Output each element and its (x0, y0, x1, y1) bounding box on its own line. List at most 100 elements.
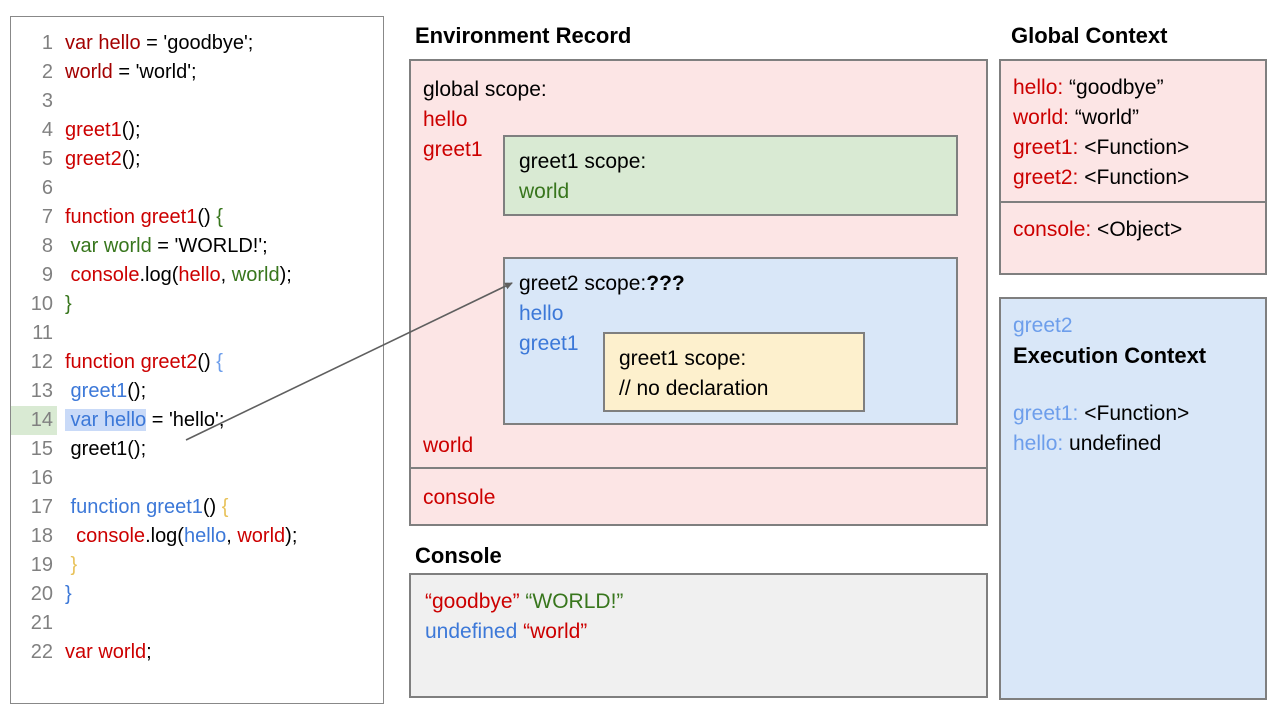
greet2-scope-binding: greet1 (519, 332, 579, 355)
code-line-number: 2 (41, 61, 53, 83)
console-binding: console (423, 486, 496, 509)
code-token: var world (65, 235, 152, 257)
code-line[interactable]: 21 (11, 609, 383, 638)
code-line-number: 1 (41, 32, 53, 54)
code-line-text: } (57, 290, 72, 319)
console-token: undefined (425, 620, 518, 643)
global-context-entry: console: <Object> (1013, 215, 1265, 245)
code-line[interactable]: 8 var world = 'WORLD!'; (11, 232, 383, 261)
code-line[interactable]: 11 (11, 319, 383, 348)
code-line[interactable]: 9 console.log(hello, world); (11, 261, 383, 290)
code-token: ; (146, 641, 152, 663)
code-line[interactable]: 18 console.log(hello, world); (11, 522, 383, 551)
console-token: “world” (523, 620, 588, 643)
code-token: () (197, 206, 217, 228)
code-line-number: 20 (30, 583, 53, 605)
code-line-number: 8 (41, 235, 53, 257)
greet2-scope-header: greet2 scope:??? (519, 269, 956, 299)
greet1-scope-label: greet1 scope: (519, 150, 647, 173)
code-token: ); (285, 525, 298, 547)
code-token: , (220, 264, 232, 286)
global-binding: world (423, 434, 474, 457)
code-line[interactable]: 17 function greet1() { (11, 493, 383, 522)
entry-value: undefined (1063, 432, 1162, 455)
execution-context-entry: greet1: <Function> (1013, 399, 1265, 429)
code-line[interactable]: 15 greet1(); (11, 435, 383, 464)
code-token: console (65, 525, 146, 547)
code-line-text: greet2(); (57, 145, 141, 174)
code-line-text: var world = 'WORLD!'; (57, 232, 268, 261)
console-output-panel: “goodbye” “WORLD!”undefined “world” (409, 573, 988, 698)
code-line-text: var world; (57, 638, 152, 667)
global-binding: greet1 (423, 138, 483, 161)
global-context-variables: hello: “goodbye”world: “world”greet1: <F… (1001, 61, 1265, 203)
execution-context-name: greet2 (1013, 314, 1073, 337)
code-line[interactable]: 3 (11, 87, 383, 116)
global-context-entry: greet2: <Function> (1013, 163, 1265, 193)
code-line[interactable]: 19 } (11, 551, 383, 580)
code-token: .log( (139, 264, 179, 286)
greet1-inner-scope-comment: // no declaration (619, 377, 769, 400)
code-token: } (65, 554, 78, 576)
code-token: greet1 (65, 380, 128, 402)
code-token: console (65, 264, 140, 286)
console-token: “goodbye” (425, 590, 520, 613)
code-line[interactable]: 14 var hello = 'hello'; (11, 406, 383, 435)
code-token: function greet2 (65, 351, 198, 373)
console-line: undefined “world” (425, 617, 986, 647)
code-token: = 'WORLD!'; (151, 235, 268, 257)
code-line-text: greet1(); (57, 377, 147, 406)
code-line-number: 16 (30, 467, 53, 489)
code-token: greet1 (65, 119, 122, 141)
execution-context-entry: hello: undefined (1013, 429, 1265, 459)
code-line[interactable]: 16 (11, 464, 383, 493)
code-line[interactable]: 6 (11, 174, 383, 203)
code-token: hello (183, 525, 227, 547)
console-title: Console (415, 543, 502, 568)
greet1-scope-box: greet1 scope: world (503, 135, 958, 216)
global-scope-label: global scope: (423, 78, 547, 101)
greet1-inner-scope-box: greet1 scope: // no declaration (603, 332, 865, 412)
code-token: var hello (65, 409, 147, 431)
code-token: function greet1 (65, 496, 203, 518)
entry-key: greet1: (1013, 136, 1079, 159)
code-line[interactable]: 13 greet1(); (11, 377, 383, 406)
code-line-text: function greet1() { (57, 493, 229, 522)
greet2-scope-label: greet2 scope: (519, 272, 647, 295)
greet1-inner-scope-label: greet1 scope: (619, 347, 747, 370)
console-line: “goodbye” “WORLD!” (425, 587, 986, 617)
code-line-number: 17 (30, 496, 53, 518)
global-context-objects: console: <Object> (1001, 203, 1265, 245)
entry-key: world: (1013, 106, 1070, 129)
entry-value: <Function> (1078, 402, 1190, 425)
code-line-text: var hello = 'goodbye'; (57, 29, 253, 58)
entry-key: hello: (1013, 76, 1064, 99)
code-line-number: 13 (30, 380, 53, 402)
global-bindings-bottom: world (423, 431, 473, 461)
entry-key: hello: (1013, 432, 1064, 455)
code-line-text: } (57, 580, 72, 609)
entry-value: <Function> (1078, 136, 1190, 159)
entry-value: <Function> (1078, 166, 1190, 189)
code-line[interactable]: 20} (11, 580, 383, 609)
code-line-text: var hello = 'hello'; (57, 406, 224, 435)
execution-context-spacer (1013, 371, 1265, 399)
code-line-number: 10 (30, 293, 53, 315)
code-line-text: } (57, 551, 78, 580)
code-line-number: 15 (30, 438, 53, 460)
global-context-entry: hello: “goodbye” (1013, 73, 1265, 103)
code-token: = 'goodbye'; (140, 32, 254, 54)
environment-record-console-section: console (411, 469, 986, 513)
code-line[interactable]: 10} (11, 290, 383, 319)
